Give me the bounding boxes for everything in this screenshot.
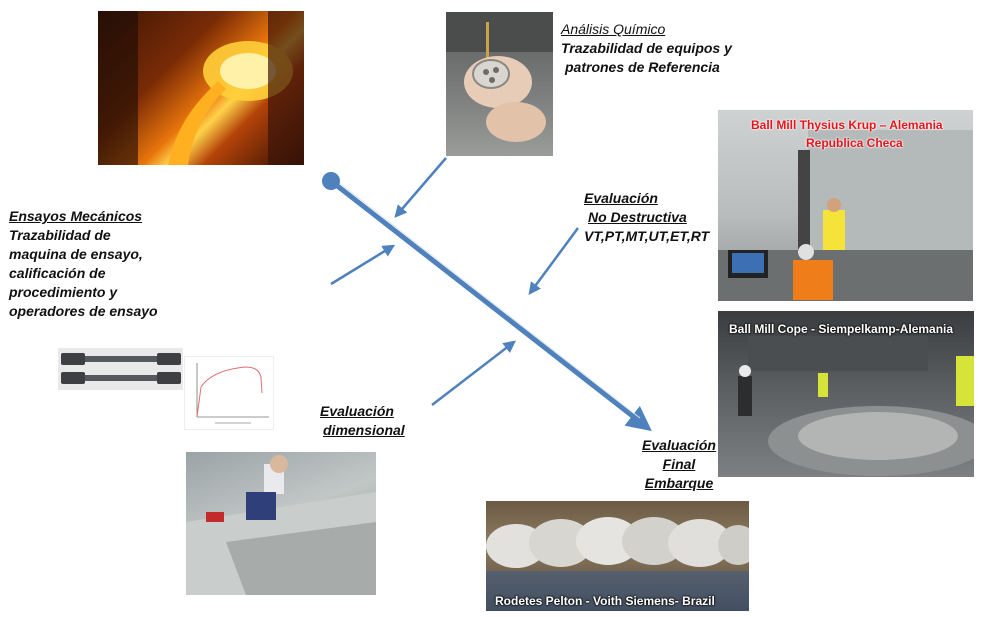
dimensional-photo bbox=[186, 452, 376, 595]
chemical-analysis-label: Análisis Químico Trazabilidad de equipos… bbox=[561, 20, 732, 77]
ball-mill-head-icon bbox=[738, 336, 974, 476]
spectrometer-sample-icon bbox=[446, 12, 553, 142]
pelton-caption: Rodetes Pelton - Voith Siemens- Brazil bbox=[495, 594, 715, 608]
molten-metal-icon bbox=[98, 11, 304, 165]
pelton-runner-icon bbox=[486, 517, 749, 611]
stress-strain-curve-photo bbox=[184, 356, 274, 430]
spectrometer-photo bbox=[446, 12, 553, 156]
thyssen-caption-line2: Republica Checa bbox=[806, 136, 903, 150]
chemical-line1: Trazabilidad de equipos y bbox=[561, 40, 732, 56]
final-line2: Final bbox=[662, 456, 696, 472]
pelton-runners-photo bbox=[486, 501, 749, 611]
thyssen-caption-line1: Ball Mill Thysius Krup – Alemania bbox=[751, 118, 943, 132]
ndt-evaluation-label: Evaluación No Destructiva VT,PT,MT,UT,ET… bbox=[584, 189, 709, 246]
mechanical-line5: operadores de ensayo bbox=[9, 303, 158, 319]
final-line3: Embarque bbox=[644, 475, 714, 491]
chemical-line2: patrones de Referencia bbox=[565, 59, 720, 75]
stress-strain-curve-icon bbox=[196, 363, 269, 424]
mechanical-arrow bbox=[330, 244, 396, 286]
ball-mill-shell-icon bbox=[718, 130, 973, 301]
tensile-specimens-photo bbox=[58, 348, 183, 390]
spine-start-dot bbox=[322, 172, 340, 190]
mechanical-tests-label: Ensayos Mecánicos Trazabilidad de maquin… bbox=[9, 207, 158, 321]
mechanical-title: Ensayos Mecánicos bbox=[9, 208, 143, 224]
final-line1: Evaluación bbox=[642, 437, 716, 453]
chemical-title: Análisis Químico bbox=[561, 21, 666, 37]
mechanical-line3: calificación de bbox=[9, 265, 106, 281]
ndt-title-line1: Evaluación bbox=[584, 190, 658, 206]
final-evaluation-label: Evaluación Final Embarque bbox=[640, 436, 718, 493]
dimensional-arrow bbox=[431, 340, 516, 406]
ndt-arrow bbox=[528, 227, 580, 296]
mechanical-line2: maquina de ensayo, bbox=[9, 246, 143, 262]
foundry-photo bbox=[98, 11, 304, 165]
mechanical-line4: procedimiento y bbox=[9, 284, 118, 300]
ndt-methods: VT,PT,MT,UT,ET,RT bbox=[584, 228, 710, 244]
dimensional-evaluation-label: Evaluación dimensional bbox=[320, 402, 405, 440]
cope-ball-mill-photo bbox=[718, 311, 974, 477]
specimen-bars-icon bbox=[61, 353, 181, 384]
dimensional-line2: dimensional bbox=[323, 422, 405, 438]
dimensional-line1: Evaluación bbox=[320, 403, 394, 419]
thyssen-ball-mill-photo bbox=[718, 110, 973, 301]
dimensional-inspection-icon bbox=[186, 455, 376, 595]
chemical-arrow bbox=[394, 157, 447, 218]
mechanical-line1: Trazabilidad de bbox=[9, 227, 111, 243]
ndt-title-line2: No Destructiva bbox=[588, 209, 687, 225]
cope-caption: Ball Mill Cope - Siempelkamp-Alemania bbox=[729, 322, 954, 336]
main-spine-arrow bbox=[322, 172, 652, 432]
